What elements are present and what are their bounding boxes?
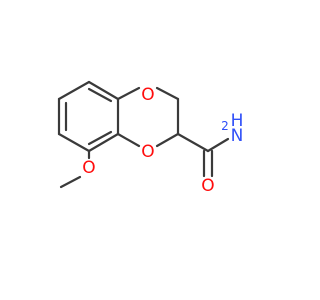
atom-labels: O O O O H 2 N xyxy=(82,85,243,196)
methoxy-oxygen-label: O xyxy=(82,158,95,178)
benzene-ring xyxy=(57,80,120,153)
amide-nitrogen-label: N xyxy=(231,126,244,146)
ring-oxygen-bottom-label: O xyxy=(141,142,154,162)
dioxane-ring xyxy=(116,86,180,148)
amide-hydrogen-label: H xyxy=(231,111,244,131)
bond-o-bottom-c6 xyxy=(116,132,141,148)
bond-c5-c6 xyxy=(87,132,120,153)
methoxy-group xyxy=(59,149,91,189)
bond-ch-carbonyl-c xyxy=(176,132,210,153)
bond-carbonyl-c-n xyxy=(206,137,230,153)
structure-svg: O O O O H 2 N xyxy=(57,80,243,196)
ring-oxygen-top-label: O xyxy=(141,85,154,105)
bond-o-methoxy-ch3 xyxy=(59,175,82,189)
bond-c1-c2 xyxy=(87,80,120,101)
amide-h-subscript-label: 2 xyxy=(221,119,229,133)
bond-c2-c3 xyxy=(57,80,91,101)
bond-c4-c5 xyxy=(57,132,91,153)
bond-o-top-ch2 xyxy=(155,86,180,101)
double-bond-c5-c6 xyxy=(87,130,113,146)
carboxamide-group xyxy=(176,132,230,178)
carbonyl-oxygen-label: O xyxy=(201,176,214,196)
molecule-diagram: O O O O H 2 N xyxy=(57,80,243,196)
bond-c1-o-top xyxy=(116,86,141,101)
bond-ch-o-bottom xyxy=(155,132,180,148)
double-bond-c1-c2 xyxy=(87,87,113,103)
